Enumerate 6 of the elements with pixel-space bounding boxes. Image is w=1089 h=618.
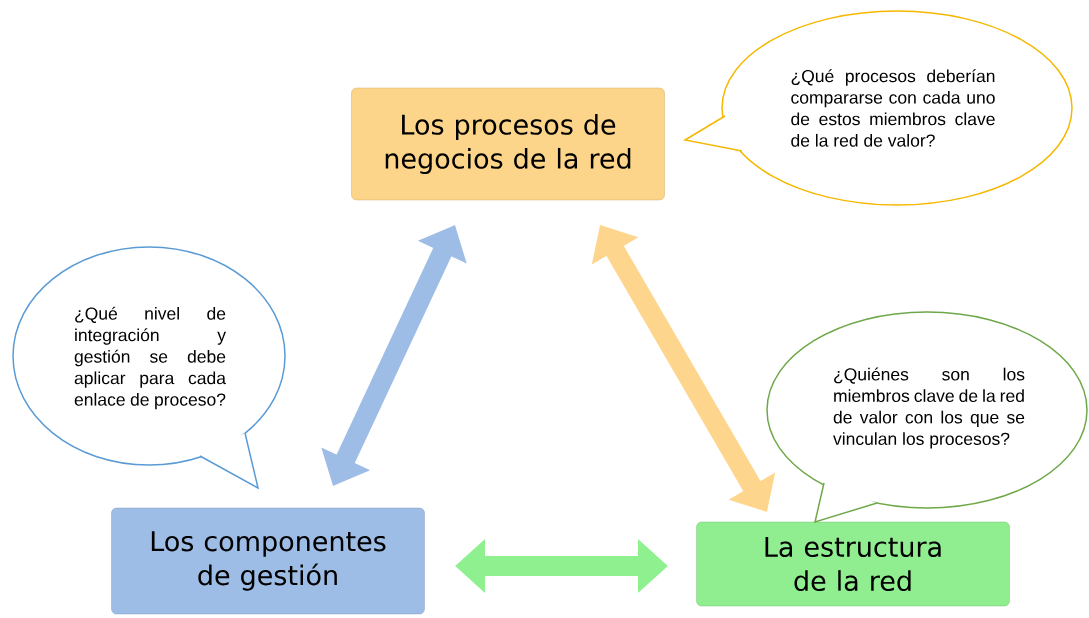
process-box: Los componentes de gestión xyxy=(111,507,425,615)
process-box: La estructura de la red xyxy=(696,521,1010,607)
speech-bubble: ¿Qué nivel de integración y gestión se debe aplicar para cada enlace de proceso? xyxy=(12,246,286,490)
speech-bubble: ¿Qué procesos deberían compararse con cada uno de estos miembros clave de la red de valor? xyxy=(682,10,1073,206)
process-box: Los procesos de negocios de la red xyxy=(351,87,665,201)
speech-bubble: ¿Quiénes son los miembros clave de la red de valor con los que se vinculan los procesos? xyxy=(766,311,1088,524)
